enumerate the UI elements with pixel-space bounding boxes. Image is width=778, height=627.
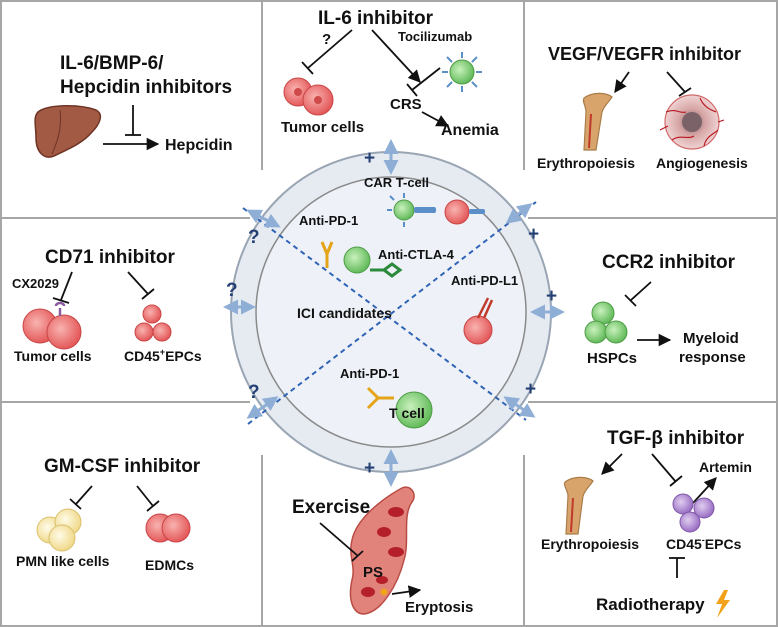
tumor-cells-label: Tumor cells <box>281 119 364 136</box>
panel-title: VEGF/VEGFR inhibitor <box>548 44 741 64</box>
panel-title: IL-6 inhibitor <box>318 8 434 29</box>
cell-cluster-icon <box>672 493 715 533</box>
blood-vessel-icon <box>349 486 415 615</box>
panel-tgfb: TGF-β inhibitor Artemin Erythropoiesis C… <box>541 428 752 618</box>
antibody-icon <box>366 386 394 410</box>
tumor-cell-icon <box>22 301 82 350</box>
tumor-cell-icon <box>463 297 494 345</box>
plus-bottom: + <box>364 458 375 479</box>
anti-pdl1-label: Anti-PD-L1 <box>451 273 518 288</box>
radiotherapy-label: Radiotherapy <box>596 595 705 614</box>
panel-il6: IL-6 inhibitor ? Tocilizumab CRS Tumor c… <box>281 8 499 139</box>
cell-cluster-icon <box>145 513 191 543</box>
panel-vegf: VEGF/VEGFR inhibitor Erythropoiesis Angi… <box>537 44 748 171</box>
pmn-label: PMN like cells <box>16 553 110 569</box>
anemia-label: Anemia <box>441 122 499 139</box>
plus-lower-right: + <box>525 379 536 400</box>
plus-upper-right: + <box>528 224 539 245</box>
anti-pd1-bottom-label: Anti-PD-1 <box>340 366 399 381</box>
panel-exercise: Exercise PS Eryptosis <box>292 486 473 616</box>
cell-cluster-icon <box>134 304 172 342</box>
panel-title: CCR2 inhibitor <box>602 252 736 273</box>
myeloid-response-label: Myeloid <box>683 330 739 347</box>
hepcidin-label: Hepcidin <box>165 137 233 154</box>
cd45-epc-label: CD45-EPCs <box>666 535 742 552</box>
cd45-epc-label: CD45+EPCs <box>124 347 202 364</box>
antibody-icon <box>320 241 334 268</box>
plus-top: + <box>364 148 375 169</box>
t-cell-icon <box>395 391 433 429</box>
t-cell-label: T cell <box>389 405 425 421</box>
tumor-cell-icon <box>444 199 485 225</box>
t-cell-icon <box>343 246 371 274</box>
tumor-cells-label: Tumor cells <box>14 348 92 364</box>
eryptosis-label: Eryptosis <box>405 599 473 616</box>
anti-pd1-top-label: Anti-PD-1 <box>299 213 358 228</box>
crs-label: CRS <box>390 96 422 113</box>
question-left: ? <box>226 280 238 301</box>
panel-cd71: CD71 inhibitor CX2029 Tumor cells CD45+E… <box>12 247 202 364</box>
cell-cluster-icon <box>584 301 628 344</box>
divider-line-1 <box>242 207 527 421</box>
panel-title: TGF-β inhibitor <box>607 428 745 449</box>
erythropoiesis-label: Erythropoiesis <box>541 536 639 552</box>
panel-ccr2: CCR2 inhibitor HSPCs Myeloid response <box>584 252 746 367</box>
antibody-icon <box>370 262 403 278</box>
panel-gmcsf: GM-CSF inhibitor PMN like cells EDMCs <box>16 456 201 573</box>
center-content: CAR T-cell Anti-PD-1 Anti-CTLA-4 Anti-PD… <box>297 175 518 429</box>
cell-cluster-icon <box>36 508 82 552</box>
tocilizumab-label: Tocilizumab <box>398 29 472 44</box>
connector-arrows <box>223 139 565 487</box>
hspcs-label: HSPCs <box>587 350 637 367</box>
panel-title: CD71 inhibitor <box>45 247 175 268</box>
t-cell-icon <box>387 193 436 227</box>
question-upper-left: ? <box>248 227 260 248</box>
t-cell-icon <box>442 52 482 92</box>
panel-hepcidin: IL-6/BMP-6/ Hepcidin inhibitors Hepcidin <box>34 53 233 158</box>
divider-line-2 <box>247 201 537 425</box>
ps-label: PS <box>363 564 383 581</box>
panel-title: IL-6/BMP-6/ <box>60 53 164 74</box>
erythropoiesis-label: Erythropoiesis <box>537 155 635 171</box>
tumor-cell-icon <box>283 77 334 116</box>
question-mark: ? <box>322 31 331 48</box>
angiogenesis-label: Angiogenesis <box>656 155 748 171</box>
exercise-label: Exercise <box>292 497 370 518</box>
anti-ctla4-label: Anti-CTLA-4 <box>378 247 455 262</box>
edmcs-label: EDMCs <box>145 557 194 573</box>
ici-candidates-label: ICI candidates <box>297 305 392 321</box>
connector-signs: + + + + + ? ? ? <box>226 148 557 479</box>
plus-right: + <box>546 286 557 307</box>
tumor-vessel-icon <box>659 94 725 150</box>
lightning-icon <box>716 590 730 618</box>
liver-icon <box>34 105 102 158</box>
cx2029-label: CX2029 <box>12 276 59 291</box>
artemin-label: Artemin <box>699 459 752 475</box>
car-t-label: CAR T-cell <box>364 175 429 190</box>
bone-icon <box>582 92 613 151</box>
bone-icon <box>563 476 594 535</box>
question-lower-left: ? <box>248 382 260 403</box>
panel-title: GM-CSF inhibitor <box>44 456 201 477</box>
panel-title: Hepcidin inhibitors <box>60 77 232 98</box>
myeloid-response-label: response <box>679 349 746 366</box>
